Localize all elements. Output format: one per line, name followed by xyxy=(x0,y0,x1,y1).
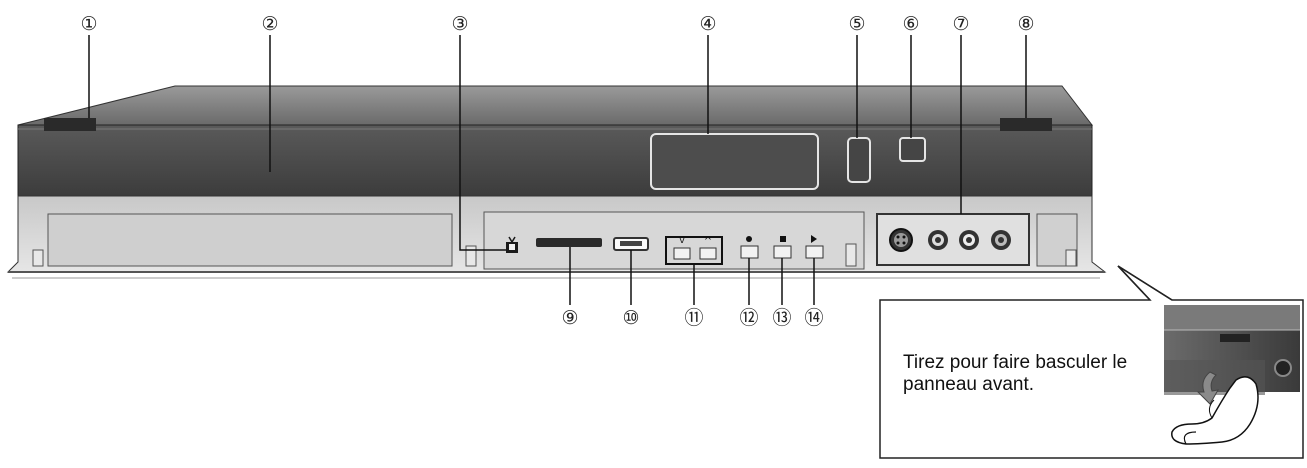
callout-14: ⑭ xyxy=(804,307,823,329)
channel-up-button[interactable] xyxy=(699,247,717,260)
top-surface xyxy=(17,85,1094,126)
record-icon xyxy=(746,236,752,242)
callout-5: ⑤ xyxy=(848,13,865,35)
audio-right-jack xyxy=(991,230,1011,250)
s-video-icon xyxy=(889,228,913,252)
inset-caption-line-1: Tirez pour faire basculer le xyxy=(903,352,1128,373)
front-panel xyxy=(17,124,1093,197)
inset-caption: Tirez pour faire basculer le panneau ava… xyxy=(903,352,1173,396)
callout-11: ⑪ xyxy=(684,307,703,329)
callout-12: ⑫ xyxy=(739,307,758,329)
channel-up-icon: ^ xyxy=(704,236,712,247)
callout-2: ② xyxy=(261,13,278,35)
channel-down-button[interactable] xyxy=(673,247,691,260)
play-icon xyxy=(811,235,817,243)
channel-down-icon: v xyxy=(679,236,685,246)
callout-3: ③ xyxy=(451,13,468,35)
leader-lines xyxy=(88,35,1027,305)
callout-8: ⑧ xyxy=(1017,13,1034,35)
stop-button[interactable] xyxy=(773,245,792,259)
remote-sensor xyxy=(847,137,871,183)
callout-13: ⑬ xyxy=(772,307,791,329)
left-flap xyxy=(47,213,453,267)
inset-recorder-closeup xyxy=(1164,305,1300,395)
pull-arrow-icon xyxy=(1196,371,1219,405)
display-window xyxy=(650,133,819,190)
callout-6: ⑥ xyxy=(902,13,919,35)
composite-jack xyxy=(928,230,948,250)
tv-icon xyxy=(506,236,518,253)
callout-10: ⑩ xyxy=(622,307,639,329)
play-button[interactable] xyxy=(805,245,824,259)
right-tab xyxy=(1000,118,1052,131)
power-button xyxy=(899,137,926,162)
audio-left-jack xyxy=(959,230,979,250)
record-button[interactable] xyxy=(740,245,759,259)
callout-9: ⑨ xyxy=(561,307,578,329)
left-tab xyxy=(44,118,96,131)
stop-icon xyxy=(780,236,786,242)
sd-card-slot xyxy=(536,238,602,247)
callout-4: ④ xyxy=(699,13,716,35)
inset-caption-line-2: panneau avant. xyxy=(903,374,1035,395)
callout-7: ⑦ xyxy=(952,13,969,35)
callout-1: ① xyxy=(80,13,97,35)
